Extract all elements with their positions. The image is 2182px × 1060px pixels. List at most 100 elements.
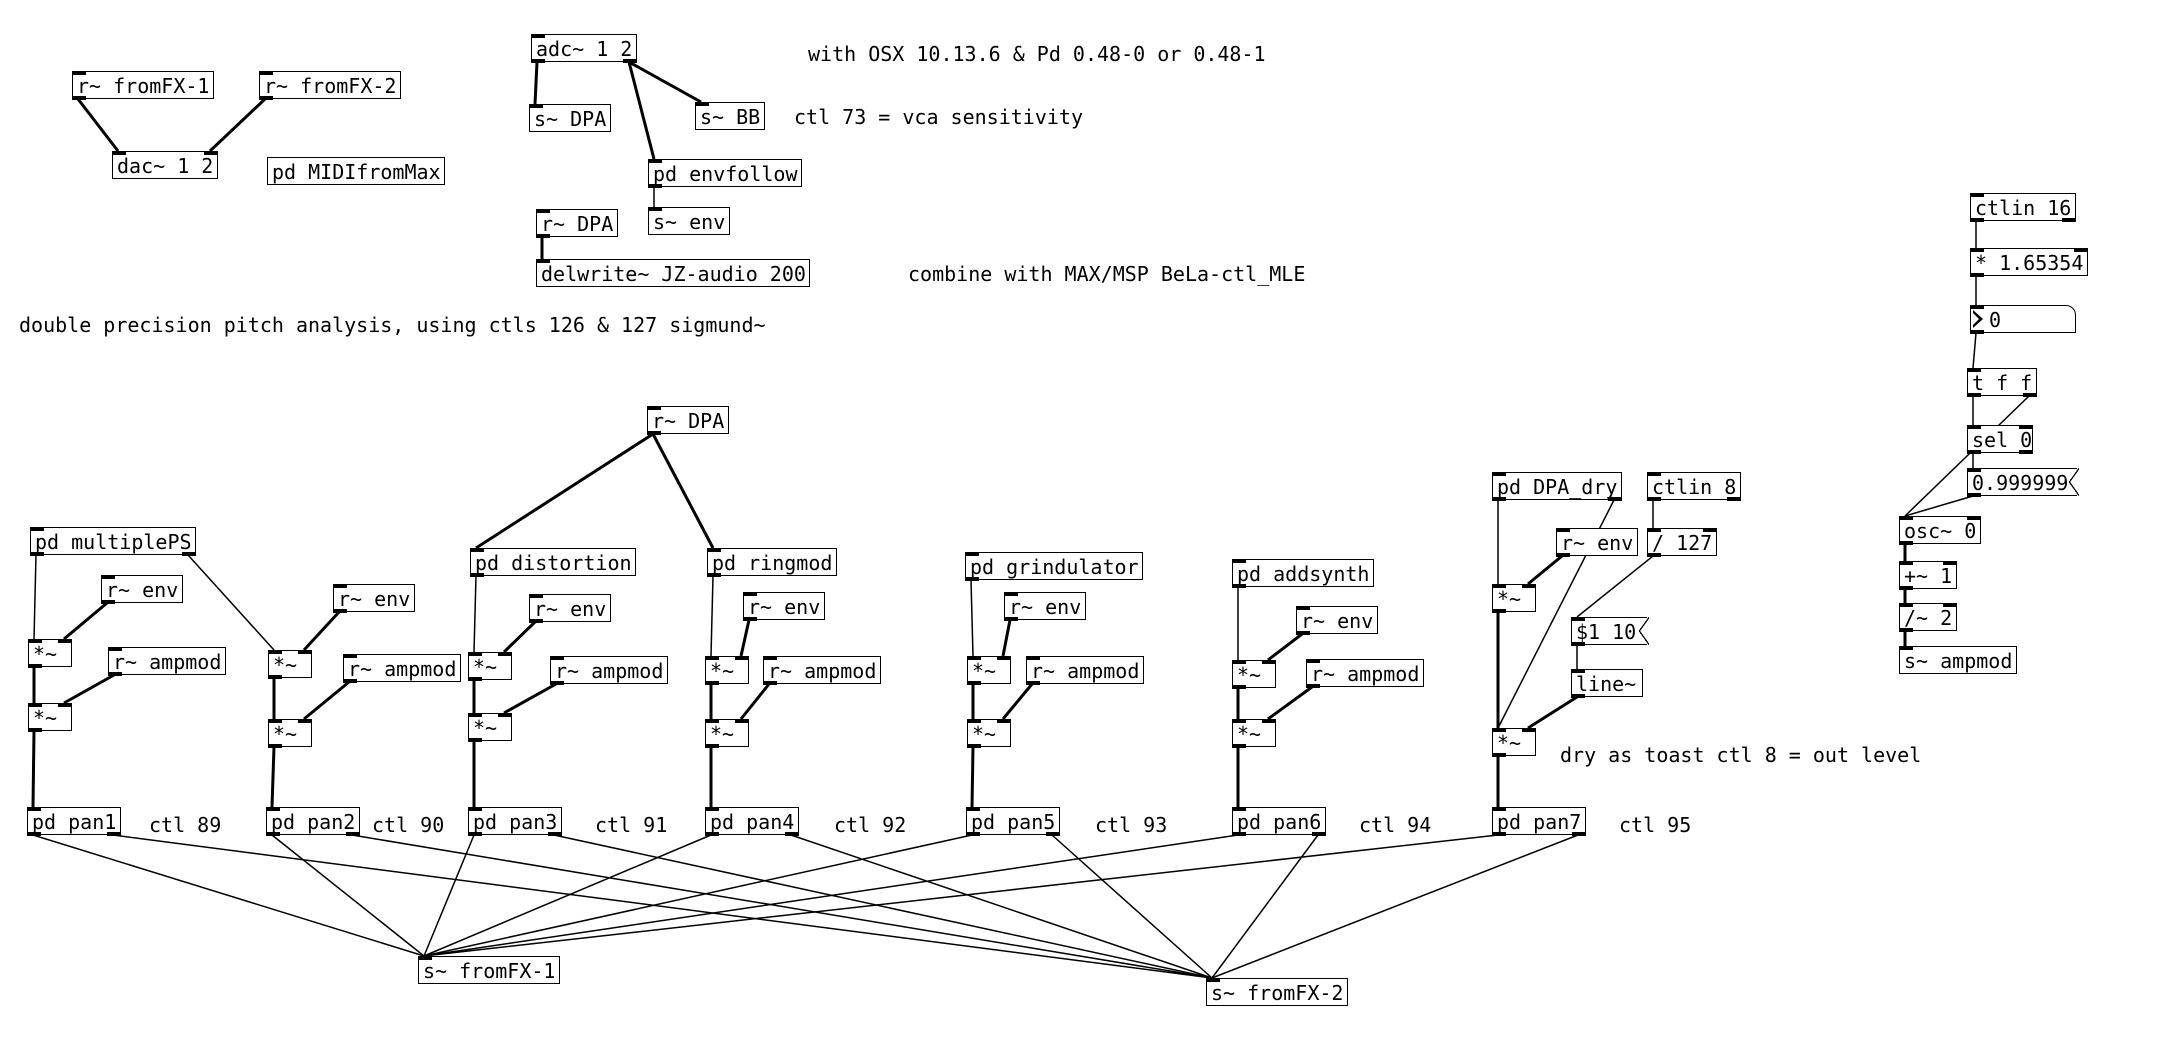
outlet-port[interactable] <box>784 831 799 836</box>
object-box-line[interactable]: line~ <box>1570 668 1643 698</box>
object-box-mps[interactable]: pd multiplePS <box>29 526 196 556</box>
object-box-pan3[interactable]: pd pan3 <box>467 806 562 836</box>
inlet-port[interactable] <box>100 574 115 579</box>
outlet-port[interactable] <box>332 608 347 613</box>
inlet-port[interactable] <box>1491 583 1506 588</box>
object-box-ctl16[interactable]: ctlin 16 <box>1969 192 2076 222</box>
object-box-rdpa[interactable]: r~ DPA <box>646 405 729 435</box>
patch-cord[interactable] <box>208 97 267 153</box>
inlet-port[interactable] <box>528 593 543 598</box>
outlet-port[interactable] <box>469 572 484 577</box>
inlet-port[interactable] <box>1646 471 1661 476</box>
patch-cord[interactable] <box>1904 495 1974 517</box>
inlet-port[interactable] <box>535 208 550 213</box>
object-box-m7a[interactable]: *~ <box>1491 583 1536 613</box>
patch-cord[interactable] <box>1267 685 1313 721</box>
inlet-port[interactable] <box>996 718 1011 723</box>
object-box-plus1[interactable]: +~ 1 <box>1898 560 1957 590</box>
inlet-port[interactable] <box>1966 424 1981 429</box>
outlet-port[interactable] <box>267 743 282 748</box>
inlet-port[interactable] <box>469 547 484 552</box>
object-box-adc[interactable]: adc~ 1 2 <box>530 33 637 63</box>
inlet-port[interactable] <box>549 655 564 660</box>
outlet-port[interactable] <box>1491 752 1506 757</box>
inlet-port[interactable] <box>1966 467 1981 472</box>
object-box-m5a[interactable]: *~ <box>966 655 1011 685</box>
outlet-port[interactable] <box>549 680 564 685</box>
outlet-port[interactable] <box>1231 684 1246 689</box>
outlet-port[interactable] <box>467 831 482 836</box>
outlet-port[interactable] <box>1966 392 1981 397</box>
inlet-port[interactable] <box>1521 583 1536 588</box>
outlet-port[interactable] <box>762 680 777 685</box>
outlet-port[interactable] <box>467 676 482 681</box>
object-box-sfx1[interactable]: s~ fromFX-1 <box>417 955 560 984</box>
object-box-osc[interactable]: osc~ 0 <box>1898 515 1981 545</box>
patch-cord[interactable] <box>423 834 475 957</box>
object-box-sel0[interactable]: sel 0 <box>1966 424 2033 454</box>
object-box-m1b[interactable]: *~ <box>27 702 72 732</box>
object-box-mul165[interactable]: * 1.65354 <box>1969 247 2088 277</box>
inlet-port[interactable] <box>297 649 312 654</box>
outlet-port[interactable] <box>1570 693 1585 698</box>
outlet-port[interactable] <box>646 430 661 435</box>
inlet-port[interactable] <box>1966 515 1981 520</box>
outlet-port[interactable] <box>267 674 282 679</box>
outlet-port[interactable] <box>29 551 44 556</box>
outlet-port[interactable] <box>1491 496 1506 501</box>
outlet-port[interactable] <box>528 618 543 623</box>
inlet-port[interactable] <box>1205 977 1220 982</box>
outlet-port[interactable] <box>2022 392 2037 397</box>
outlet-port[interactable] <box>1969 272 1984 277</box>
outlet-port[interactable] <box>1491 831 1506 836</box>
outlet-port[interactable] <box>547 831 562 836</box>
inlet-port[interactable] <box>1898 602 1913 607</box>
inlet-port[interactable] <box>1646 527 1661 532</box>
patch-cord[interactable] <box>710 575 714 657</box>
outlet-port[interactable] <box>26 831 41 836</box>
outlet-port[interactable] <box>71 95 86 100</box>
object-box-pan6[interactable]: pd pan6 <box>1231 806 1326 836</box>
inlet-port[interactable] <box>467 651 482 656</box>
inlet-port[interactable] <box>1969 304 1984 309</box>
outlet-port[interactable] <box>1726 496 1741 501</box>
patch-cord[interactable] <box>739 683 771 720</box>
number-box-numbox[interactable]: 0 <box>1969 304 2076 334</box>
object-box-senv[interactable]: s~ env <box>647 206 730 235</box>
outlet-port[interactable] <box>704 680 719 685</box>
inlet-port[interactable] <box>1898 645 1913 650</box>
outlet-port[interactable] <box>622 58 637 63</box>
object-box-pan1[interactable]: pd pan1 <box>26 806 121 836</box>
inlet-port[interactable] <box>530 33 545 38</box>
inlet-port[interactable] <box>27 638 42 643</box>
inlet-port[interactable] <box>203 150 218 155</box>
outlet-port[interactable] <box>704 831 719 836</box>
patch-cord[interactable] <box>1527 695 1578 730</box>
patch-cord[interactable] <box>627 61 656 160</box>
object-box-ramp1[interactable]: r~ ampmod <box>107 646 226 676</box>
inlet-port[interactable] <box>704 806 719 811</box>
inlet-port[interactable] <box>297 718 312 723</box>
outlet-port[interactable] <box>966 743 981 748</box>
inlet-port[interactable] <box>57 638 72 643</box>
inlet-port[interactable] <box>647 206 662 211</box>
object-box-pan4[interactable]: pd pan4 <box>704 806 799 836</box>
patch-cord[interactable] <box>187 554 275 651</box>
patch-cord[interactable] <box>1001 619 1012 657</box>
message-box-msg999[interactable]: 0.999999 <box>1966 467 2079 497</box>
inlet-port[interactable] <box>26 806 41 811</box>
object-box-ctl8[interactable]: ctlin 8 <box>1646 471 1741 501</box>
object-box-m2b[interactable]: *~ <box>267 718 312 748</box>
inlet-port[interactable] <box>528 103 543 108</box>
object-box-m3a[interactable]: *~ <box>467 651 512 681</box>
outlet-port[interactable] <box>1966 492 1981 497</box>
object-box-ramp2[interactable]: r~ ampmod <box>342 653 461 683</box>
object-box-renv5[interactable]: r~ env <box>1003 591 1086 621</box>
outlet-port[interactable] <box>1231 583 1246 588</box>
object-box-sampmod[interactable]: s~ ampmod <box>1898 645 2017 674</box>
patch-cord[interactable] <box>63 673 115 705</box>
outlet-port[interactable] <box>1305 683 1320 688</box>
inlet-port[interactable] <box>332 583 347 588</box>
inlet-port[interactable] <box>2018 424 2033 429</box>
